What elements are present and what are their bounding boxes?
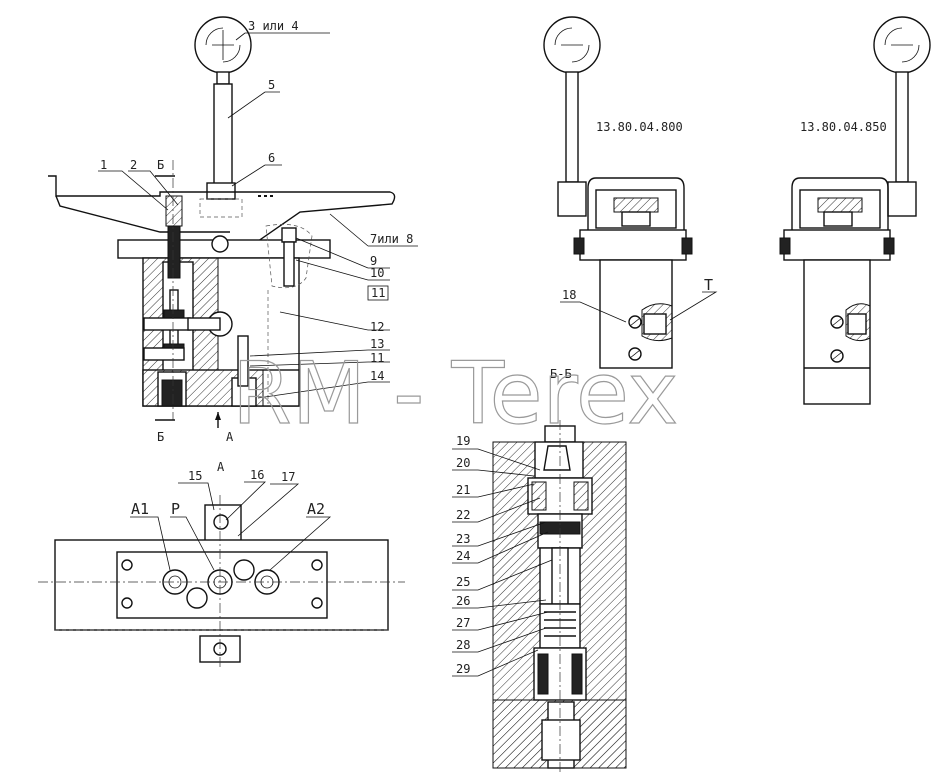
label-23: 23 [456, 532, 470, 546]
label-view-a-arrow: А [226, 430, 234, 444]
leader-lines [98, 32, 718, 677]
section-bb [492, 420, 627, 775]
label-12: 12 [370, 320, 384, 334]
label-6: 6 [268, 151, 275, 165]
label-port-a2: A2 [307, 500, 325, 518]
model-850: 13.80.04.850 [800, 120, 887, 134]
label-2: 2 [130, 158, 137, 172]
label-7-or-8: 7или 8 [370, 232, 413, 246]
label-section-b-top: Б [157, 158, 164, 172]
label-19: 19 [456, 434, 470, 448]
label-20: 20 [456, 456, 470, 470]
lever-rod [213, 83, 233, 185]
lever-pivot [206, 182, 236, 200]
label-17: 17 [281, 470, 295, 484]
view-a-bottom [38, 495, 405, 670]
label-11b: 11 [370, 351, 384, 365]
label-view-a-title: А [217, 460, 225, 474]
label-16: 16 [250, 468, 264, 482]
watermark: RM - Terex [232, 344, 678, 444]
label-26: 26 [456, 594, 470, 608]
label-29: 29 [456, 662, 470, 676]
label-port-a1: A1 [131, 500, 149, 518]
label-14: 14 [370, 369, 384, 383]
label-3-or-4: 3 или 4 [248, 19, 299, 33]
label-section-b-bottom: Б [157, 430, 164, 444]
front-view [48, 16, 396, 428]
label-5: 5 [268, 78, 275, 92]
side-view-800 [543, 16, 693, 369]
label-11a: 11 [371, 286, 385, 300]
label-port-t: T [704, 276, 713, 294]
label-28: 28 [456, 638, 470, 652]
label-25: 25 [456, 575, 470, 589]
label-27: 27 [456, 616, 470, 630]
cover-plate [48, 175, 396, 263]
label-21: 21 [456, 483, 470, 497]
label-22: 22 [456, 508, 470, 522]
handle-knob-front [194, 16, 252, 85]
label-13: 13 [370, 337, 384, 351]
model-800: 13.80.04.800 [596, 120, 683, 134]
label-15: 15 [188, 469, 202, 483]
label-1: 1 [100, 158, 107, 172]
label-24: 24 [456, 549, 470, 563]
label-18: 18 [562, 288, 576, 302]
label-9: 9 [370, 254, 377, 268]
label-10: 10 [370, 266, 384, 280]
label-section-bb: Б-Б [550, 367, 572, 381]
part-labels: 1 2 Б 3 или 4 5 6 7или 8 9 10 11 12 13 1… [100, 19, 887, 676]
side-view-850 [779, 16, 931, 405]
label-port-p: P [171, 500, 180, 518]
